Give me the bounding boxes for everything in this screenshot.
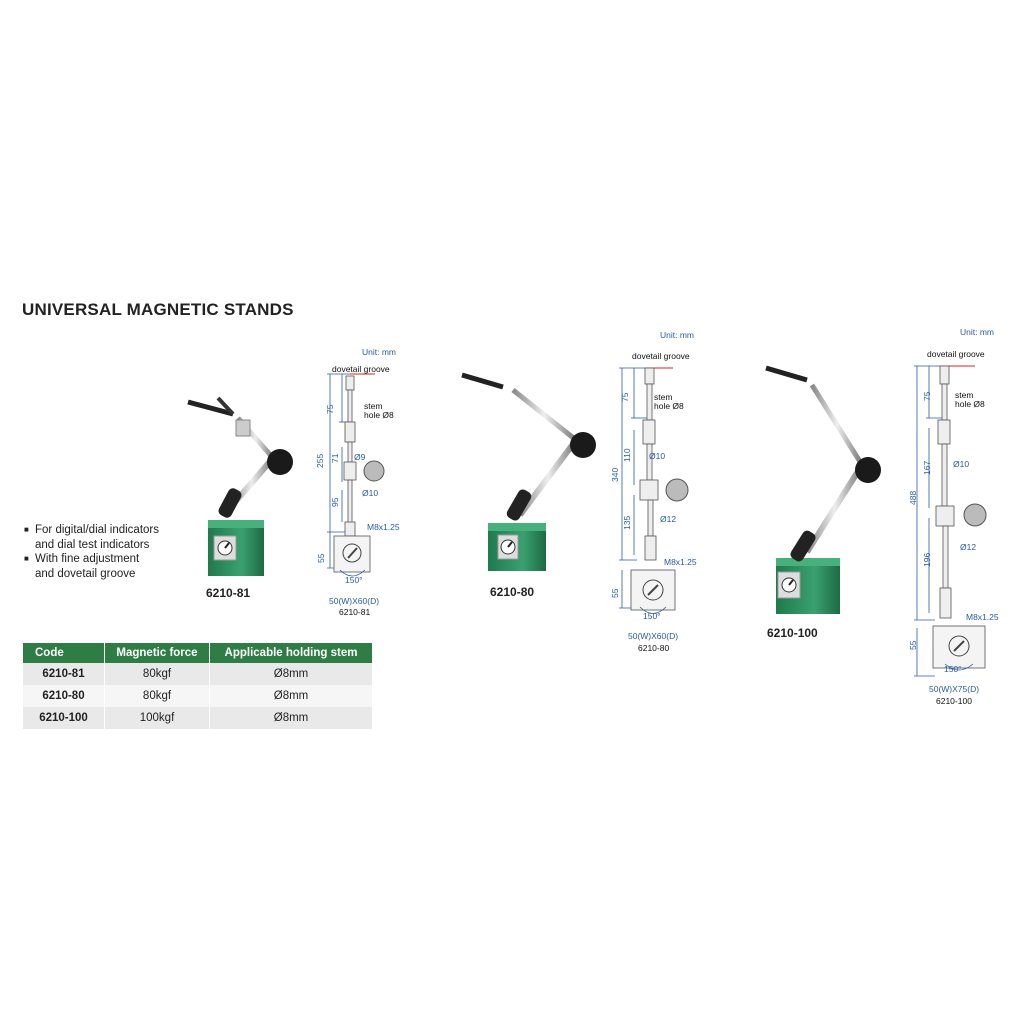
drawing-code: 6210-80 (638, 643, 670, 653)
cell-code: 6210-100 (23, 707, 105, 729)
dim-75: 75 (922, 391, 932, 401)
dim-75: 75 (620, 392, 630, 402)
drawing-6210-81 (327, 373, 385, 577)
dovetail-label: dovetail groove (927, 349, 985, 359)
header-magnetic-force: Magnetic force (104, 643, 210, 663)
dim-upper: 71 (330, 453, 340, 463)
cell-stem: Ø8mm (209, 685, 373, 707)
table-header-row: Code Magnetic force Applicable holding s… (23, 643, 373, 663)
diameter-label: Ø12 (960, 542, 977, 552)
diameter-label: Ø10 (649, 451, 666, 461)
cell-stem: Ø8mm (209, 707, 373, 729)
feature-item: and dovetail groove (35, 567, 136, 580)
header-holding-stem: Applicable holding stem (209, 643, 373, 663)
dim-upper: 110 (622, 448, 632, 462)
drawing-code: 6210-81 (339, 607, 371, 617)
dim-upper: 167 (922, 460, 932, 475)
spec-table: Code Magnetic force Applicable holding s… (23, 643, 373, 729)
drawing-code: 6210-100 (936, 696, 972, 706)
model-label: 6210-100 (767, 626, 818, 640)
dovetail-label: dovetail groove (332, 364, 390, 374)
cell-stem: Ø8mm (209, 663, 373, 685)
angle-label: 150° (345, 575, 363, 585)
angle-label: 150° (944, 664, 962, 674)
unit-label: Unit: mm (960, 327, 994, 337)
dim-lower: 135 (622, 515, 632, 530)
drawing-6210-100 (914, 365, 987, 677)
diameter-label: Ø12 (660, 514, 677, 524)
thread-label: M8x1.25 (664, 557, 697, 567)
unit-label: Unit: mm (660, 330, 694, 340)
product-photo-6210-80 (461, 372, 596, 571)
dim-base: 55 (610, 588, 620, 598)
bullet-icon: ■ (24, 554, 29, 563)
model-label: 6210-81 (206, 586, 251, 600)
dim-base: 55 (908, 640, 918, 650)
base-size-label: 50(W)X60(D) (628, 631, 679, 641)
diameter-label: Ø9 (354, 452, 366, 462)
diameter-label: Ø10 (362, 488, 379, 498)
dim-total: 488 (908, 490, 918, 505)
header-code: Code (23, 643, 105, 663)
feature-item: and dial test indicators (35, 538, 150, 551)
base-size-label: 50(W)X60(D) (329, 596, 380, 606)
drawing-6210-80 (619, 367, 689, 614)
thread-label: M8x1.25 (966, 612, 999, 622)
table-row: 6210-81 80kgf Ø8mm (23, 663, 373, 685)
dim-lower: 95 (330, 497, 340, 507)
cell-force: 80kgf (104, 663, 210, 685)
dim-lower: 196 (922, 552, 932, 567)
cell-force: 80kgf (104, 685, 210, 707)
feature-list: ■For digital/dial indicators and dial te… (24, 523, 159, 581)
page-title: UNIVERSAL MAGNETIC STANDS (22, 300, 294, 319)
feature-item: ■For digital/dial indicators (24, 524, 160, 536)
dim-total: 340 (610, 467, 620, 482)
feature-item: ■With fine adjustment (24, 553, 140, 565)
dim-75: 75 (325, 404, 335, 414)
dim-base: 55 (316, 553, 326, 563)
base-size-label: 50(W)X75(D) (929, 684, 980, 694)
cell-force: 100kgf (104, 707, 210, 729)
angle-label: 150° (643, 611, 661, 621)
product-photo-6210-81 (187, 396, 293, 576)
table-row: 6210-80 80kgf Ø8mm (23, 685, 373, 707)
thread-label: M8x1.25 (367, 522, 400, 532)
product-photo-6210-100 (765, 365, 881, 614)
dovetail-label: dovetail groove (632, 351, 690, 361)
diameter-label: Ø10 (953, 459, 970, 469)
model-label: 6210-80 (490, 585, 535, 599)
table-row: 6210-100 100kgf Ø8mm (23, 707, 373, 729)
cell-code: 6210-80 (23, 685, 105, 707)
bullet-icon: ■ (24, 525, 29, 534)
cell-code: 6210-81 (23, 663, 105, 685)
dim-total: 255 (315, 453, 325, 468)
unit-label: Unit: mm (362, 347, 396, 357)
